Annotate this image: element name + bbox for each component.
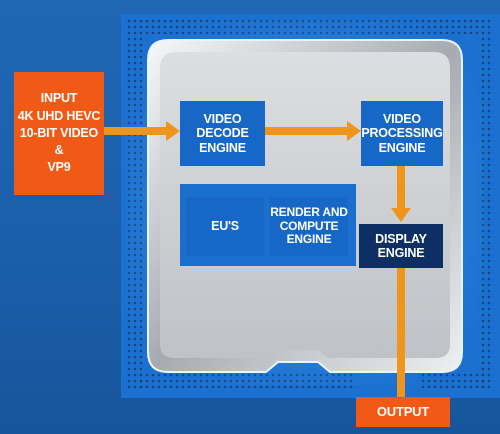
eus-block: EU'S: [186, 197, 264, 256]
display-engine-block: DISPLAY ENGINE: [359, 224, 443, 268]
output-box: OUTPUT: [356, 397, 450, 427]
render-compute-engine-block: RENDER AND COMPUTE ENGINE: [270, 197, 348, 256]
arrow-decode-to-processing-shaft: [265, 127, 349, 135]
video-decode-engine-block: VIDEO DECODE ENGINE: [180, 101, 265, 166]
arrow-processing-to-display-shaft: [397, 166, 405, 210]
input-label: INPUT 4K UHD HEVC 10-BIT VIDEO & VP9: [17, 91, 101, 175]
arrow-processing-to-display-head: [391, 208, 411, 222]
input-box: INPUT 4K UHD HEVC 10-BIT VIDEO & VP9: [14, 72, 104, 195]
video-processing-engine-block: VIDEO PROCESSING ENGINE: [361, 101, 443, 166]
arrow-decode-to-processing-head: [347, 121, 361, 141]
render-compute-engine-label: RENDER AND COMPUTE ENGINE: [270, 204, 348, 247]
display-engine-label: DISPLAY ENGINE: [375, 231, 427, 260]
eus-label: EU'S: [211, 219, 239, 234]
arrow-input-to-decode-shaft: [104, 127, 168, 135]
video-decode-engine-label: VIDEO DECODE ENGINE: [196, 111, 249, 155]
flow-arrows: [104, 121, 411, 398]
video-processing-engine-label: VIDEO PROCESSING ENGINE: [361, 111, 443, 155]
arrow-input-to-decode-head: [166, 121, 180, 141]
arrow-display-to-output: [397, 268, 405, 398]
output-label: OUTPUT: [376, 403, 430, 419]
